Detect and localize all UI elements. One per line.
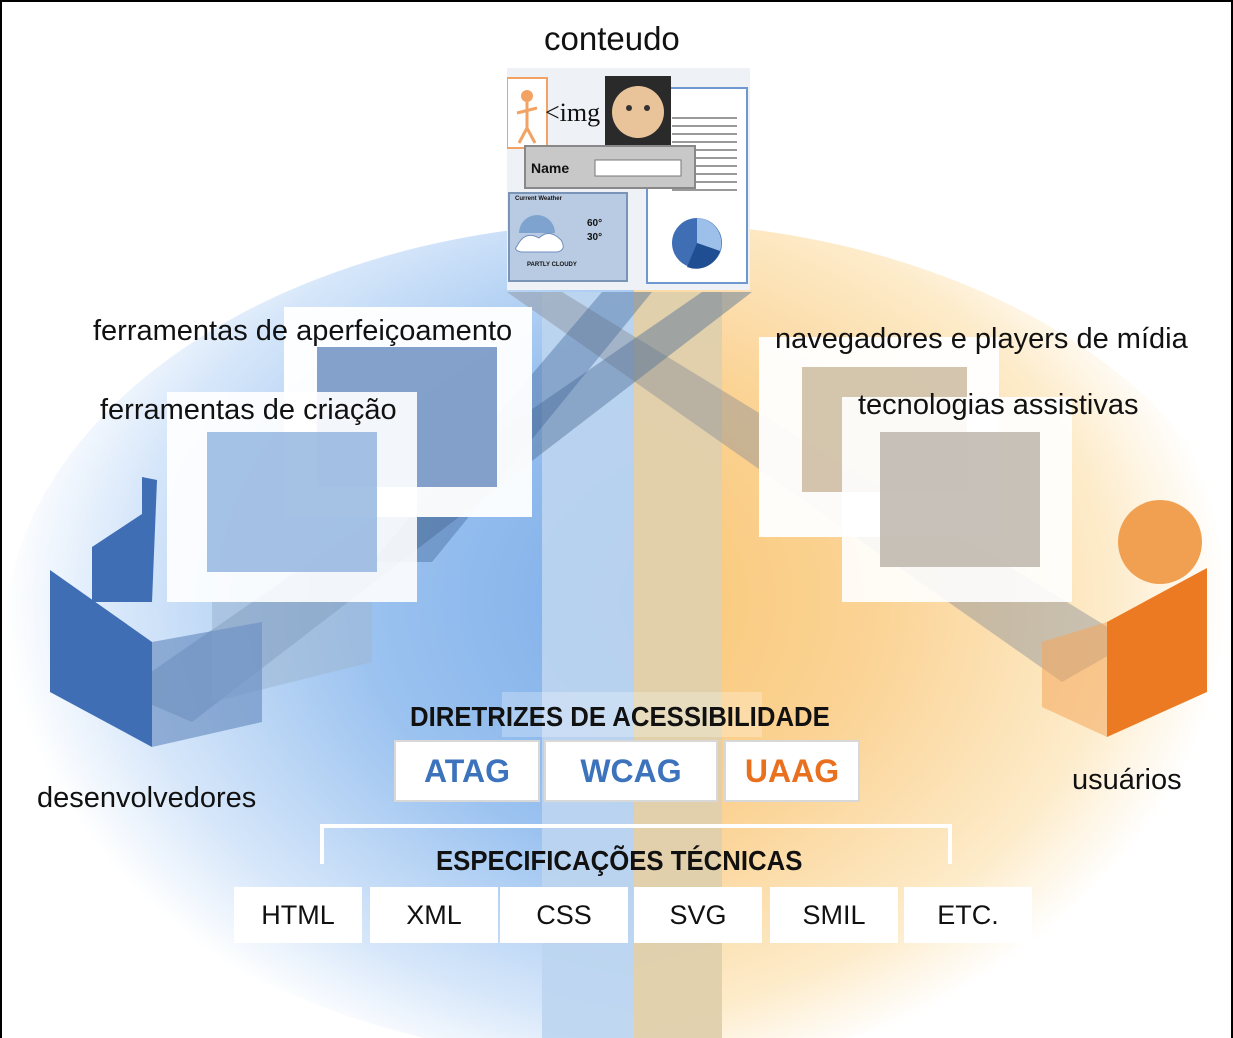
center-orange-shaft bbox=[634, 292, 722, 1038]
browsers-label: navegadores e players de mídia bbox=[775, 323, 1188, 355]
weather-desc: PARTLY CLOUDY bbox=[527, 262, 577, 268]
weather-low: 30° bbox=[587, 232, 603, 243]
atag-box: ATAG bbox=[394, 740, 540, 802]
name-field-label: Name bbox=[531, 160, 570, 176]
developers-label: desenvolvedores bbox=[37, 782, 257, 814]
user-figure bbox=[1042, 500, 1207, 737]
assistive-label: tecnologias assistivas bbox=[858, 389, 1139, 421]
guidelines-heading: DIRETRIZES DE ACESSIBILIDADE bbox=[410, 701, 830, 732]
wcag-box: WCAG bbox=[544, 740, 718, 802]
spec-html: HTML bbox=[234, 887, 362, 943]
users-label: usuários bbox=[1072, 764, 1182, 796]
content-title: conteudo bbox=[544, 20, 680, 57]
platform bbox=[502, 692, 762, 737]
authoring-tools-label: ferramentas de criação bbox=[100, 394, 397, 426]
specs-heading: ESPECIFICAÇÕES TÉCNICAS bbox=[436, 845, 803, 876]
weather-title: Current Weather bbox=[515, 196, 562, 202]
content-collage: <img Name Current Weather 60° 30° PARTLY… bbox=[506, 68, 750, 290]
improvement-tools-label: ferramentas de aperfeiçoamento bbox=[93, 315, 513, 347]
content-collage-art bbox=[506, 68, 750, 290]
spec-xml: XML bbox=[370, 887, 498, 943]
weather-high: 60° bbox=[587, 218, 603, 229]
spec-smil: SMIL bbox=[770, 887, 898, 943]
spec-css: CSS bbox=[500, 887, 628, 943]
uaag-box: UAAG bbox=[724, 740, 860, 802]
spec-etc: ETC. bbox=[904, 887, 1032, 943]
specs-bracket bbox=[320, 824, 952, 864]
authoring-tool-screen bbox=[207, 432, 377, 572]
img-tag-text: <img bbox=[545, 98, 601, 127]
assistive-screen bbox=[880, 432, 1040, 567]
spec-svg: SVG bbox=[634, 887, 762, 943]
developer-figure bbox=[50, 477, 262, 747]
